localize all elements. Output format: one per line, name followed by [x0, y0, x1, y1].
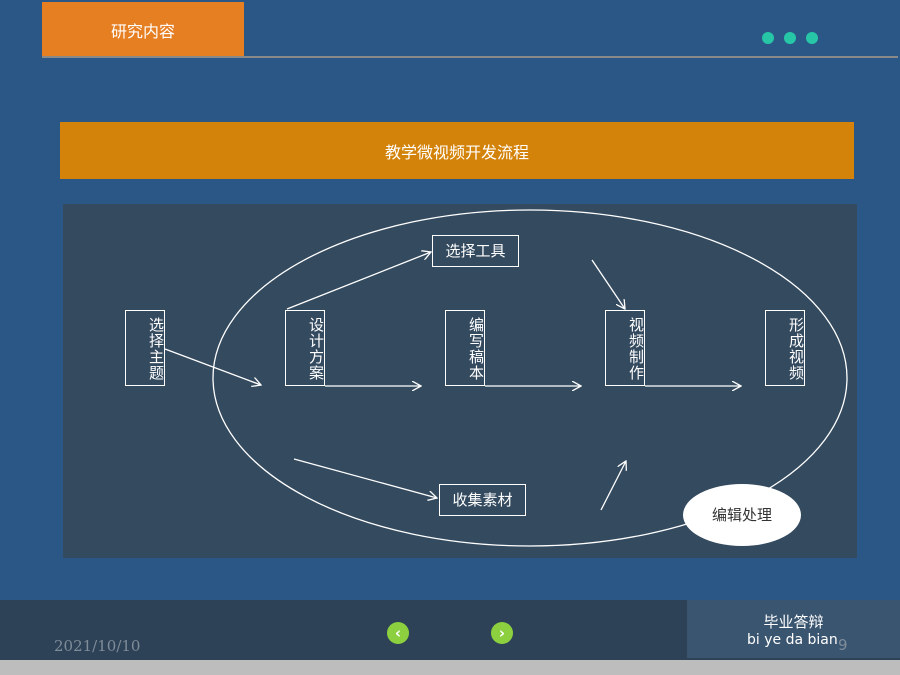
step-write-script: 编写稿本	[445, 310, 485, 386]
bottom-strip	[0, 660, 900, 675]
chevron-right-icon: ›	[498, 624, 506, 642]
process-ellipse	[212, 209, 848, 547]
step-select-tools: 选择工具	[432, 235, 519, 267]
editing-oval: 编辑处理	[683, 484, 801, 546]
arrow-materials-to-video	[600, 461, 626, 511]
decorative-dots	[762, 32, 818, 44]
section-tab[interactable]: 研究内容	[42, 2, 244, 57]
dot-icon	[784, 32, 796, 44]
page-number: 9	[838, 636, 848, 654]
header-divider	[42, 56, 898, 58]
flow-diagram: 选择主题 设计方案 编写稿本 视频制作 形成视频 选择工具 收集素材 编辑处理	[63, 204, 857, 558]
chevron-left-icon: ‹	[394, 624, 402, 642]
dot-icon	[762, 32, 774, 44]
step-collect-materials: 收集素材	[439, 484, 526, 516]
step-design-plan: 设计方案	[285, 310, 325, 386]
footer-date: 2021/10/10	[54, 637, 141, 655]
step-video-production: 视频制作	[605, 310, 645, 386]
step-final-video: 形成视频	[765, 310, 805, 386]
diagram-connectors	[164, 209, 848, 547]
brand-panel: 毕业答辩 bi ye da bian	[687, 600, 900, 658]
arrow-to-materials	[293, 458, 437, 498]
brand-subtitle: bi ye da bian	[747, 632, 838, 648]
arrow-tools-to-video	[591, 259, 625, 309]
arrow-design-to-tools	[286, 252, 431, 310]
flow-title: 教学微视频开发流程	[384, 142, 529, 162]
next-slide-button[interactable]: ›	[491, 622, 513, 644]
step-select-topic: 选择主题	[125, 310, 165, 386]
dot-icon	[806, 32, 818, 44]
brand-title: 毕业答辩	[763, 613, 824, 631]
section-tab-label: 研究内容	[110, 21, 175, 41]
arrow-topic-to-design	[164, 348, 261, 385]
prev-slide-button[interactable]: ‹	[387, 622, 409, 644]
flow-title-banner: 教学微视频开发流程	[60, 122, 854, 179]
